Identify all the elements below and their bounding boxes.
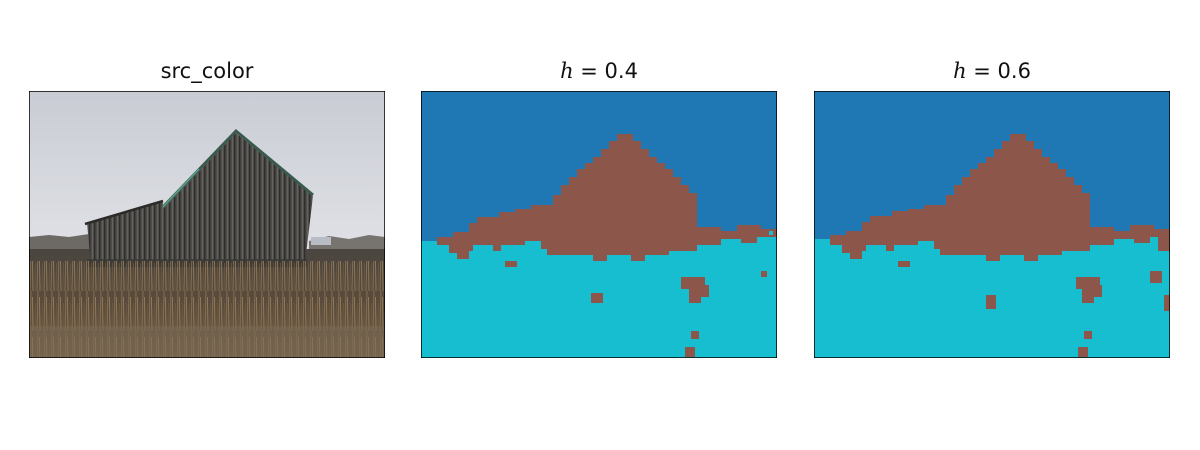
label-region-ground-spot: [765, 237, 777, 241]
panel-title-h-06: h = 0.6: [814, 57, 1170, 85]
label-region-barn-spot: [691, 331, 699, 339]
panel-title-src-color: src_color: [160, 59, 254, 83]
segmentation-h-04: [421, 91, 777, 358]
label-region-barn-spot: [761, 271, 767, 277]
label-region-barn-spot: [681, 277, 709, 303]
label-region-barn-spot: [1076, 277, 1102, 303]
label-region-ground-spot: [769, 231, 773, 235]
label-region-barn: [421, 134, 777, 271]
label-region-barn-spot: [591, 293, 603, 303]
title-value: = 0.6: [966, 59, 1031, 83]
label-region-barn-spot: [1164, 295, 1170, 311]
source-image: [29, 91, 385, 358]
label-region-barn-spot: [898, 261, 910, 267]
label-region-barn-spot: [505, 261, 517, 267]
label-region-barn-spot: [986, 295, 996, 309]
panel-title-h-04: h = 0.4: [421, 57, 777, 85]
label-region-barn-spot: [1150, 271, 1162, 283]
title-value: = 0.4: [573, 59, 638, 83]
label-region-barn-spot: [1084, 331, 1092, 339]
title-variable: h: [953, 59, 967, 83]
label-region-barn-spot: [1078, 347, 1088, 357]
label-region-barn-spot: [685, 347, 695, 357]
segmentation-h-06: [814, 91, 1170, 358]
label-region-barn: [814, 134, 1170, 271]
title-variable: h: [560, 59, 574, 83]
